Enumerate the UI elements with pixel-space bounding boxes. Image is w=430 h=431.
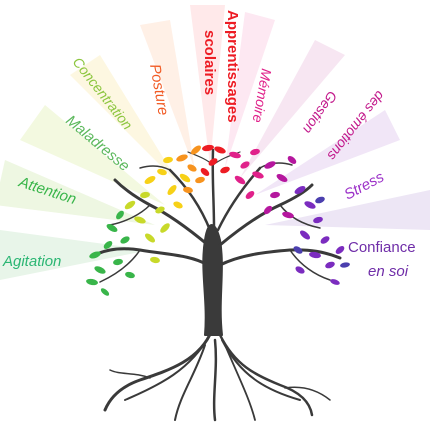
ray-confiance xyxy=(265,190,430,230)
branch-right-mid xyxy=(218,183,314,247)
label-stress: Stress xyxy=(341,168,387,203)
root-right-3 xyxy=(224,344,256,421)
twig-6 xyxy=(259,162,293,169)
ray-attention xyxy=(0,160,155,225)
tree-roots xyxy=(103,328,331,422)
root-right-4 xyxy=(284,386,331,401)
leaves-yellow xyxy=(124,191,170,264)
ray-concentration xyxy=(70,55,180,185)
leaves-green xyxy=(86,210,135,296)
sunburst-rays xyxy=(0,5,430,280)
branch-center xyxy=(211,148,216,230)
label-apprentissages-2: scolaires xyxy=(201,30,218,95)
twig-3 xyxy=(279,204,321,229)
leaves-red xyxy=(200,144,230,176)
root-right-2 xyxy=(221,339,301,401)
root-left-3 xyxy=(174,344,206,421)
leaves-purple xyxy=(263,156,297,219)
ray-agitation xyxy=(0,230,150,280)
leaves-orange xyxy=(176,145,205,194)
root-left-4 xyxy=(109,369,151,379)
leaves-magenta xyxy=(229,148,264,199)
branch-right-low xyxy=(218,248,342,267)
ray-stress xyxy=(255,110,400,195)
tree-trunk xyxy=(93,148,342,336)
tree-leaves xyxy=(86,144,350,296)
ray-memoire xyxy=(225,12,275,168)
leaves-gold xyxy=(144,156,191,209)
ray-posture xyxy=(140,20,195,170)
branch-left-top xyxy=(168,168,212,232)
root-right-1 xyxy=(218,333,314,417)
twig-2 xyxy=(99,249,141,283)
twig-5 xyxy=(139,165,171,171)
twig-4 xyxy=(289,249,331,281)
label-apprentissages-1: Apprentissages xyxy=(224,10,241,123)
ray-gestion xyxy=(240,40,345,178)
label-agitation: Agitation xyxy=(2,253,61,270)
ray-apprentissages xyxy=(190,5,225,165)
label-confiance-2: en soi xyxy=(368,263,409,280)
label-confiance-1: Confiance xyxy=(348,239,416,256)
root-left-2 xyxy=(124,334,211,401)
root-center xyxy=(212,338,218,422)
twig-1 xyxy=(109,204,151,226)
leaves-violet xyxy=(294,186,345,285)
ray-maladresse xyxy=(20,105,165,205)
leaves-indigo xyxy=(293,196,350,268)
